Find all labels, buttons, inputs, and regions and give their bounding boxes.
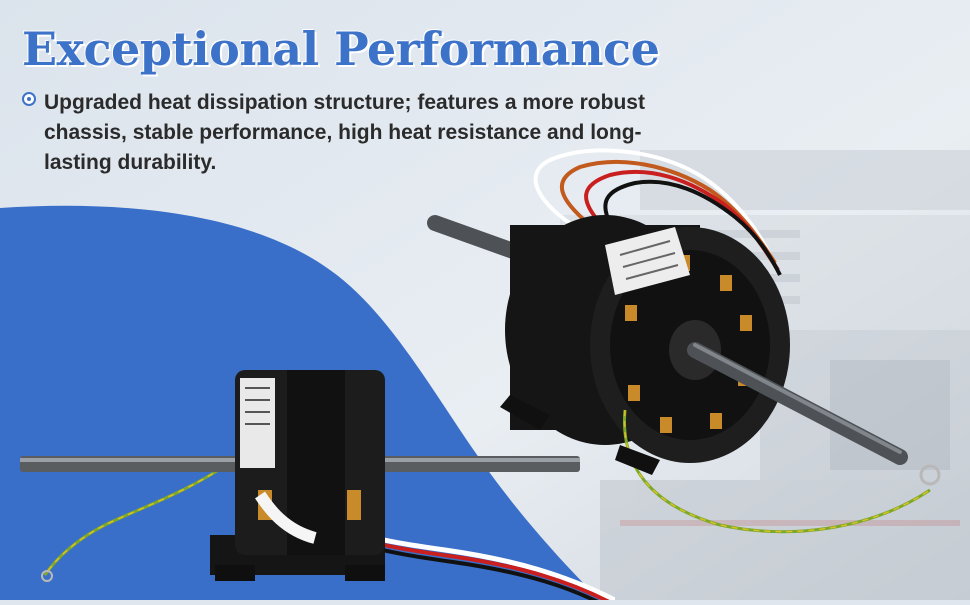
circle-dot-icon <box>22 92 36 106</box>
blurred-building <box>560 150 970 600</box>
motor-side-view-svg <box>20 370 615 600</box>
motor-side-view-image <box>15 360 615 600</box>
feature-item: Upgraded heat dissipation structure; fea… <box>22 88 722 178</box>
motor-angled-view-image <box>420 145 970 565</box>
headline: Exceptional Performance <box>22 22 660 76</box>
motor-angled-view-svg <box>427 148 941 534</box>
feature-text: Upgraded heat dissipation structure; fea… <box>44 91 645 174</box>
